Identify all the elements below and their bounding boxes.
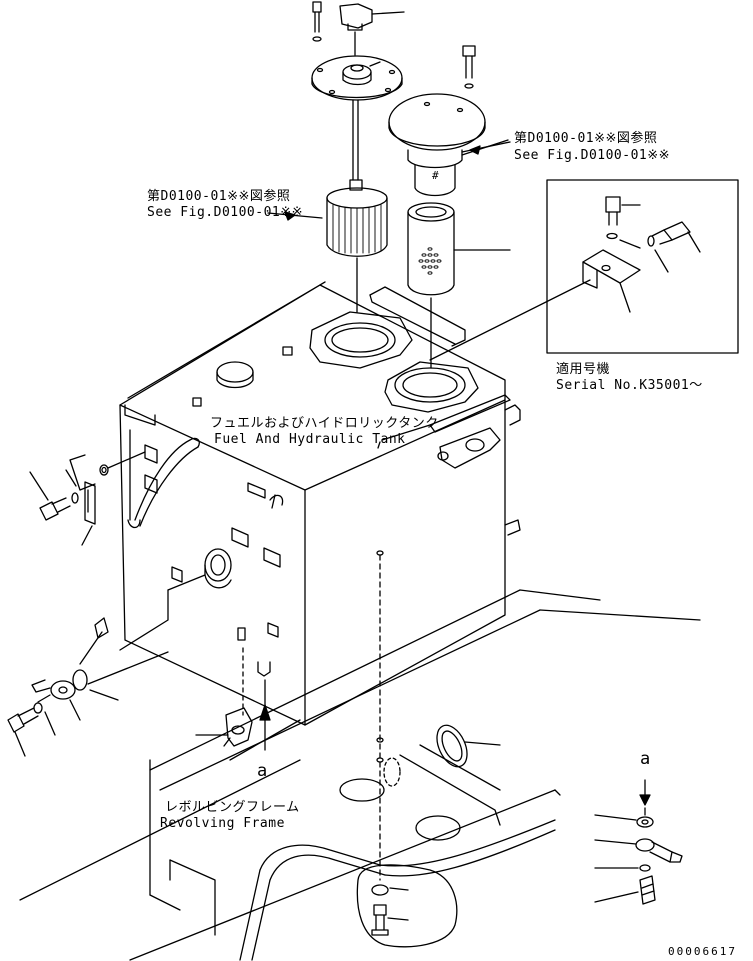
tank-label-en: Fuel And Hydraulic Tank	[214, 432, 406, 447]
center-drain-hardware	[371, 550, 501, 936]
hash-mark: #	[432, 169, 440, 182]
serial-inset-box	[429, 179, 739, 361]
top-port-flanges	[309, 311, 479, 413]
serial-label-jp: 適用号機	[556, 362, 611, 377]
frame-label-en: Revolving Frame	[160, 816, 285, 831]
drawing-number: 00006617	[668, 945, 737, 958]
leader-lines	[267, 141, 511, 449]
view-mark-a-right: a	[640, 749, 651, 769]
hydraulic-filter-assembly	[388, 45, 511, 369]
level-sensor-hardware	[7, 617, 169, 757]
filter-reference-label-jp: 第D0100-01※※図参照	[147, 189, 291, 204]
filter-reference-label-en: See Fig.D0100-01※※	[147, 205, 304, 220]
drain-valve	[195, 647, 271, 751]
fuel-hydraulic-tank	[119, 281, 521, 726]
left-clamp-hardware	[29, 451, 146, 546]
frame-label-jp: レボルビングフレーム	[165, 800, 300, 815]
tank-label-jp: フュエルおよびハイドロリックタンク	[210, 416, 439, 431]
right-hose-hardware	[594, 779, 683, 905]
revolving-frame	[19, 589, 701, 961]
serial-label-en: Serial No.K35001～	[556, 378, 703, 393]
cap-reference-label-en: See Fig.D0100-01※※	[514, 148, 671, 163]
view-mark-a-left: a	[257, 761, 268, 781]
cap-reference-label-jp: 第D0100-01※※図参照	[514, 131, 658, 146]
filler-cap-assembly	[311, 1, 405, 313]
